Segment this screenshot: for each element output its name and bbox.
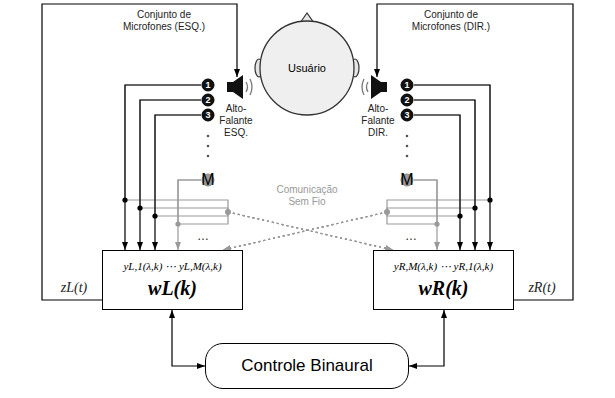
junction-dot xyxy=(487,197,492,202)
beamformer-box: yL,1(λ,k) ⋯ yL,M(λ,k) wL(k) xyxy=(102,250,243,310)
wireless-link xyxy=(178,180,393,250)
speaker-symbol-left xyxy=(227,82,233,92)
beamformer-box: yR,M(λ,k) ⋯ yR,1(λ,k) wR(k) xyxy=(373,250,514,310)
wireless-link xyxy=(140,100,393,250)
junction-dot xyxy=(457,213,462,218)
junction-dot xyxy=(472,205,477,210)
signal-wire xyxy=(414,115,460,250)
wireless-dot xyxy=(384,209,390,215)
node-text: Controle Binaural xyxy=(241,356,372,376)
weight-vector: wR(k) xyxy=(419,277,469,300)
wireless-link xyxy=(223,115,460,250)
signal-wire xyxy=(414,100,475,250)
mic-number: 2 xyxy=(404,96,409,105)
speaker-cone-right xyxy=(371,75,381,99)
wireless-label: Comunicação Sem Fio xyxy=(272,184,342,208)
junction-dot xyxy=(434,221,439,226)
microphone: 2 xyxy=(400,93,414,107)
microphone: 3 xyxy=(201,108,215,122)
outline xyxy=(260,21,354,115)
signal-name: zR(t) xyxy=(528,280,555,297)
junction-dot xyxy=(122,197,127,202)
outline xyxy=(401,79,413,91)
dot xyxy=(406,145,409,148)
signal-name: zL(t) xyxy=(52,280,96,297)
mic-number: 3 xyxy=(404,111,409,120)
dot xyxy=(207,145,210,148)
sound-waves-left xyxy=(246,79,252,95)
microphone: 2 xyxy=(201,93,215,107)
dot xyxy=(207,155,210,158)
wireless-label: Comunicação Sem Fio xyxy=(272,184,342,208)
input-signals: yL,1(λ,k) ⋯ yL,M(λ,k) xyxy=(123,260,221,273)
signal-name: zL(t) xyxy=(61,280,87,297)
dot xyxy=(406,155,409,158)
outline xyxy=(401,109,413,121)
outline xyxy=(401,94,413,106)
junction-dot xyxy=(175,221,180,226)
microphone: M xyxy=(201,173,215,187)
ellipsis: … xyxy=(405,229,417,243)
speaker-label: Alto-Falante ESQ. xyxy=(214,103,258,139)
microphone: 1 xyxy=(201,78,215,92)
dot xyxy=(207,135,210,138)
signal-wire xyxy=(140,100,201,250)
user-head: Usuário xyxy=(259,20,355,116)
wireless-link xyxy=(125,85,393,250)
junction-dot xyxy=(137,205,142,210)
outline xyxy=(202,109,214,121)
speaker-label: Alto-Falante ESQ. xyxy=(214,103,258,139)
sound-waves-right xyxy=(362,79,368,95)
mic-number: 2 xyxy=(205,96,210,105)
mic-number: 1 xyxy=(404,81,409,90)
mic-array-label: Conjunto de Microfones (DIR.) xyxy=(405,9,497,33)
microphone: 3 xyxy=(400,108,414,122)
microphone: 1 xyxy=(400,78,414,92)
speaker-label: Alto-Falante DIR. xyxy=(356,103,400,139)
mic-ellipsis xyxy=(207,135,409,158)
signal-wire xyxy=(414,85,490,250)
wireless-link xyxy=(223,100,475,250)
signal-wire xyxy=(409,310,444,366)
input-signals: yR,M(λ,k) ⋯ yR,1(λ,k) xyxy=(394,260,493,273)
mic-number: 3 xyxy=(205,111,210,120)
mic-array-label: Conjunto de Microfones (DIR.) xyxy=(405,9,497,33)
ellipsis: … xyxy=(396,229,426,243)
speaker-symbol-right xyxy=(381,82,387,92)
dot xyxy=(406,135,409,138)
signal-wire xyxy=(172,310,205,366)
signal-name: zR(t) xyxy=(520,280,564,297)
wireless-link xyxy=(155,115,393,250)
mic-number: 1 xyxy=(205,81,210,90)
outline xyxy=(202,79,214,91)
signal-wire xyxy=(155,115,201,250)
mic-number: M xyxy=(201,171,214,189)
node-text: Usuário xyxy=(288,62,326,74)
speaker-label: Alto-Falante DIR. xyxy=(356,103,400,139)
ellipsis: … xyxy=(188,229,218,243)
wireless-dot xyxy=(225,209,231,215)
weight-vector: wL(k) xyxy=(148,277,197,300)
signal-wire xyxy=(414,180,437,250)
microphone: M xyxy=(400,173,414,187)
signal-wire xyxy=(125,85,201,250)
wireless-link xyxy=(223,85,490,250)
speaker-cone-left xyxy=(233,75,243,99)
outline xyxy=(202,94,214,106)
mic-number: M xyxy=(400,171,413,189)
mic-array-label: Conjunto de Microfones (ESQ.) xyxy=(118,9,210,33)
junction-dot xyxy=(152,213,157,218)
control-box: Controle Binaural xyxy=(205,343,409,389)
ellipsis: … xyxy=(197,229,209,243)
mic-array-label: Conjunto de Microfones (ESQ.) xyxy=(118,9,210,33)
wireless-link xyxy=(223,180,437,250)
